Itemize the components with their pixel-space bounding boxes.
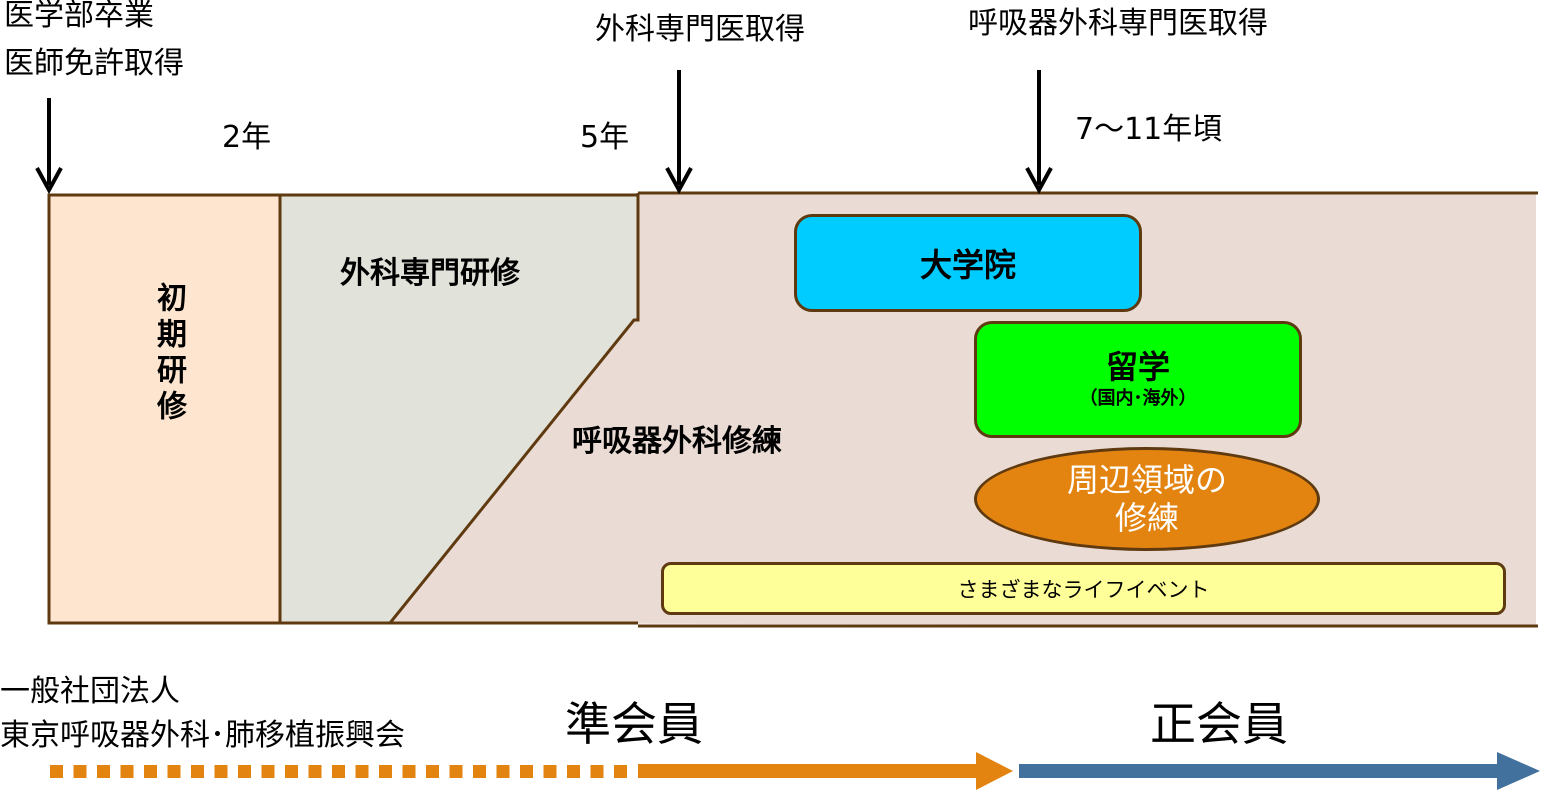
dash-segment (73, 765, 87, 778)
arrow-thoracic-specialist-icon (1025, 70, 1053, 195)
graduation-label-line2: 医師免許取得 (4, 46, 184, 81)
duration-2-years: 2年 (222, 120, 272, 155)
full-member-label: 正会員 (1150, 697, 1288, 751)
surgical-training-label: 外科専門研修 (340, 256, 520, 291)
dash-segment (332, 765, 345, 778)
arrow-graduation-icon (35, 98, 63, 195)
organization-line1: 一般社団法人 (0, 674, 180, 709)
initial-training-region (47, 193, 282, 625)
dash-segment (473, 765, 486, 778)
surgery-specialist-label: 外科専門医取得 (595, 12, 805, 47)
dash-segment (449, 765, 463, 778)
dash-segment (426, 765, 439, 778)
associate-dashed-line (50, 765, 627, 778)
arrow-surgery-specialist-icon (665, 70, 693, 195)
duration-7-11-years: 7～11年頃 (1075, 112, 1223, 147)
study-abroad-sublabel: （国内･海外） (1079, 387, 1197, 409)
dash-segment (50, 765, 63, 778)
graduate-school-box: 大学院 (794, 214, 1142, 312)
initial-training-label: 初期研修 (151, 282, 186, 426)
peripheral-training-label-line2: 修練 (1114, 499, 1179, 537)
dash-segment (261, 765, 275, 778)
dash-segment (590, 765, 604, 778)
thoracic-specialist-label: 呼吸器外科専門医取得 (968, 6, 1268, 41)
dash-segment (496, 765, 510, 778)
dash-segment (97, 765, 110, 778)
peripheral-training-ellipse: 周辺領域の 修練 (974, 447, 1320, 551)
study-abroad-label: 留学 (1105, 347, 1170, 386)
dash-segment (191, 765, 204, 778)
dash-segment (167, 765, 181, 778)
dash-segment (567, 765, 580, 778)
dash-segment (543, 765, 557, 778)
dash-segment (238, 765, 251, 778)
dash-segment (355, 765, 369, 778)
life-events-label: さまざまなライフイベント (957, 577, 1210, 602)
dash-segment (285, 765, 298, 778)
organization-line2: 東京呼吸器外科･肺移植振興会 (0, 718, 405, 753)
associate-arrow-icon (638, 752, 1013, 790)
peripheral-training-label-line1: 周辺領域の (1066, 461, 1227, 499)
dash-segment (520, 765, 533, 778)
duration-5-years: 5年 (580, 120, 630, 155)
dash-segment (308, 765, 322, 778)
associate-member-label: 準会員 (565, 697, 703, 751)
graduate-school-label: 大学院 (919, 246, 1016, 284)
thoracic-training-label: 呼吸器外科修練 (572, 424, 782, 459)
dash-segment (402, 765, 416, 778)
dash-segment (144, 765, 157, 778)
graduation-label-line1: 医学部卒業 (4, 0, 154, 33)
dash-segment (214, 765, 228, 778)
dash-segment (120, 765, 134, 778)
dash-segment (379, 765, 392, 778)
study-abroad-box: 留学 （国内･海外） (974, 321, 1302, 438)
dash-segment (614, 765, 627, 778)
full-member-arrow-icon (1019, 752, 1540, 790)
life-events-box: さまざまなライフイベント (661, 562, 1506, 615)
